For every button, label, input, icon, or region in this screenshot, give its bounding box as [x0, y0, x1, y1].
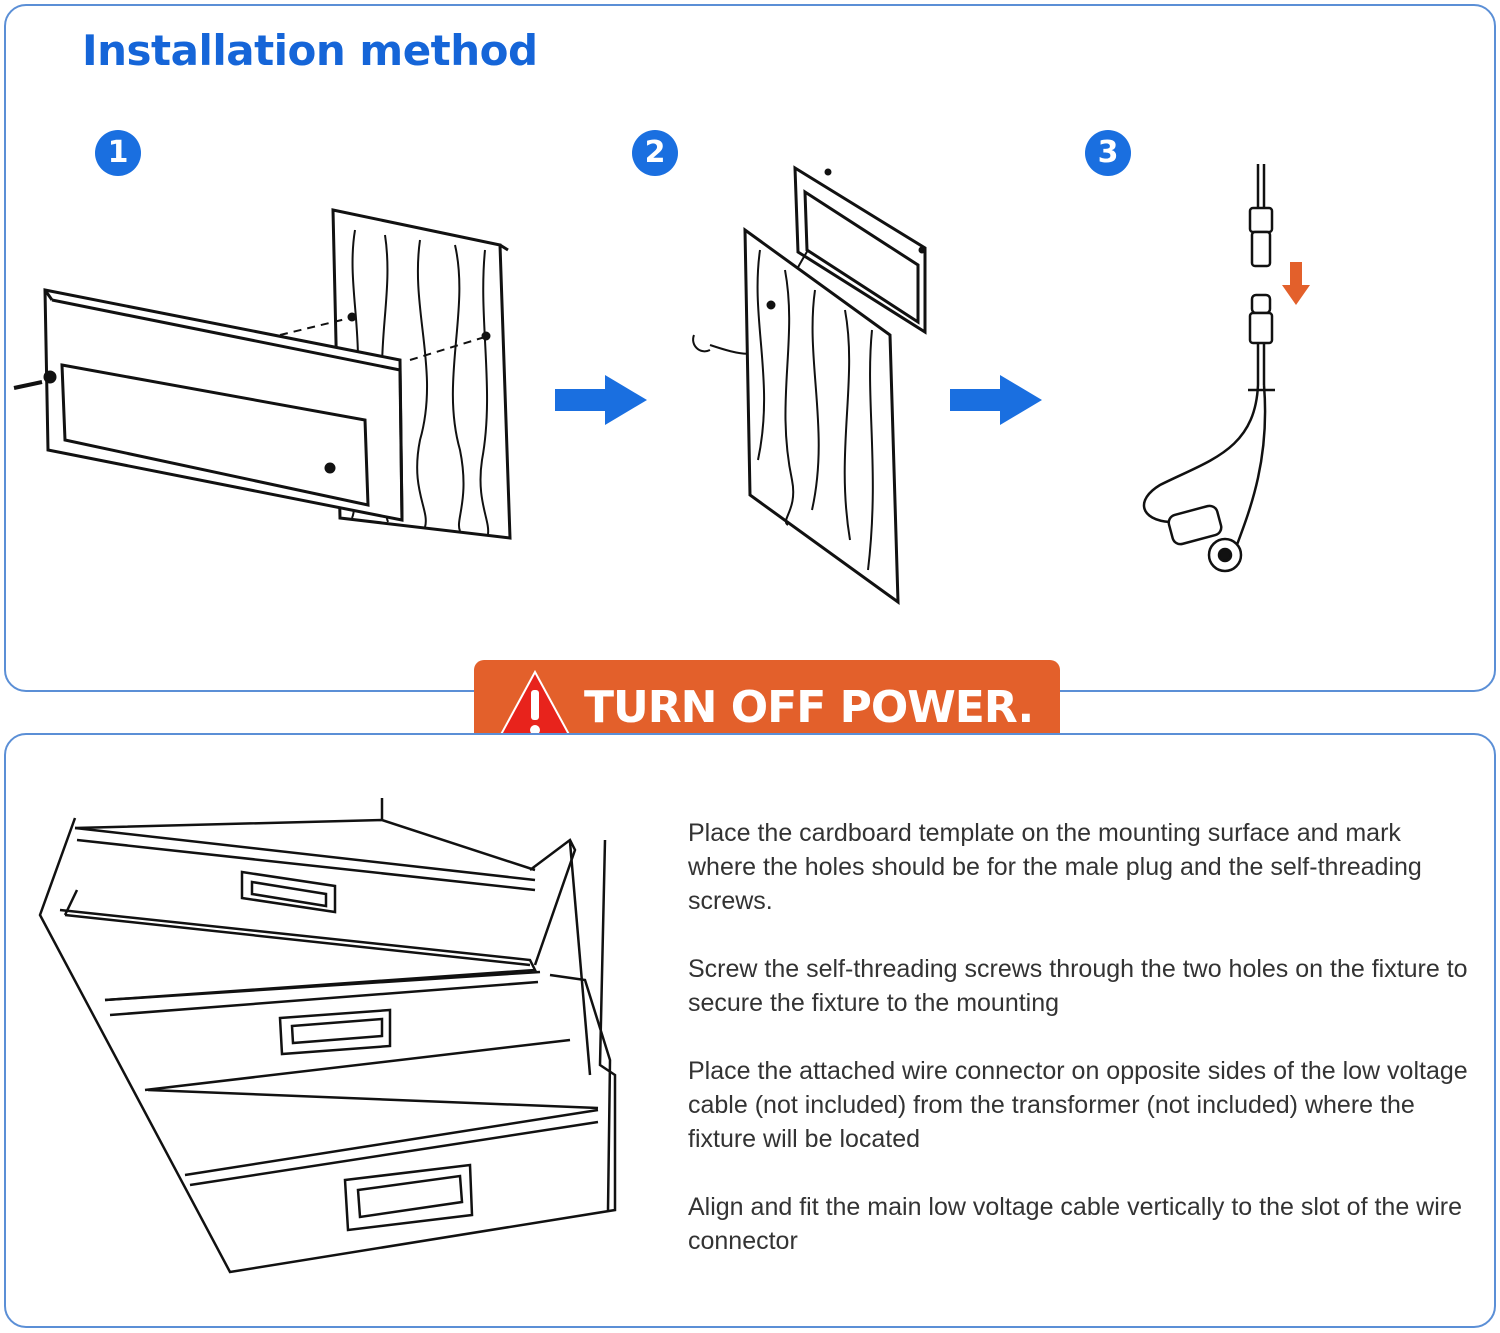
step-2-badge: 2 [632, 130, 678, 176]
instruction-1: Place the cardboard template on the moun… [688, 819, 1422, 915]
step-3-badge: 3 [1085, 130, 1131, 176]
instruction-2: Screw the self-threading screws through … [688, 955, 1468, 1017]
right-arrow-icon [950, 375, 1042, 425]
step-2-illustration [692, 165, 927, 606]
page-title: Installation method [82, 26, 538, 75]
right-arrow-icon [555, 375, 647, 425]
step-3-illustration [1142, 164, 1310, 573]
instructions-panel [4, 733, 1496, 1328]
instruction-4: Align and fit the main low voltage cable… [688, 1193, 1463, 1255]
warning-text: TURN OFF POWER. [584, 682, 1034, 733]
instruction-list: Place the cardboard template on the moun… [688, 816, 1468, 1292]
instruction-3: Place the attached wire connector on opp… [688, 1057, 1468, 1153]
step-1-badge: 1 [95, 130, 141, 176]
step-1-illustration [13, 208, 512, 540]
stairs-illustration [38, 798, 617, 1274]
warning-triangle-icon [496, 669, 574, 741]
